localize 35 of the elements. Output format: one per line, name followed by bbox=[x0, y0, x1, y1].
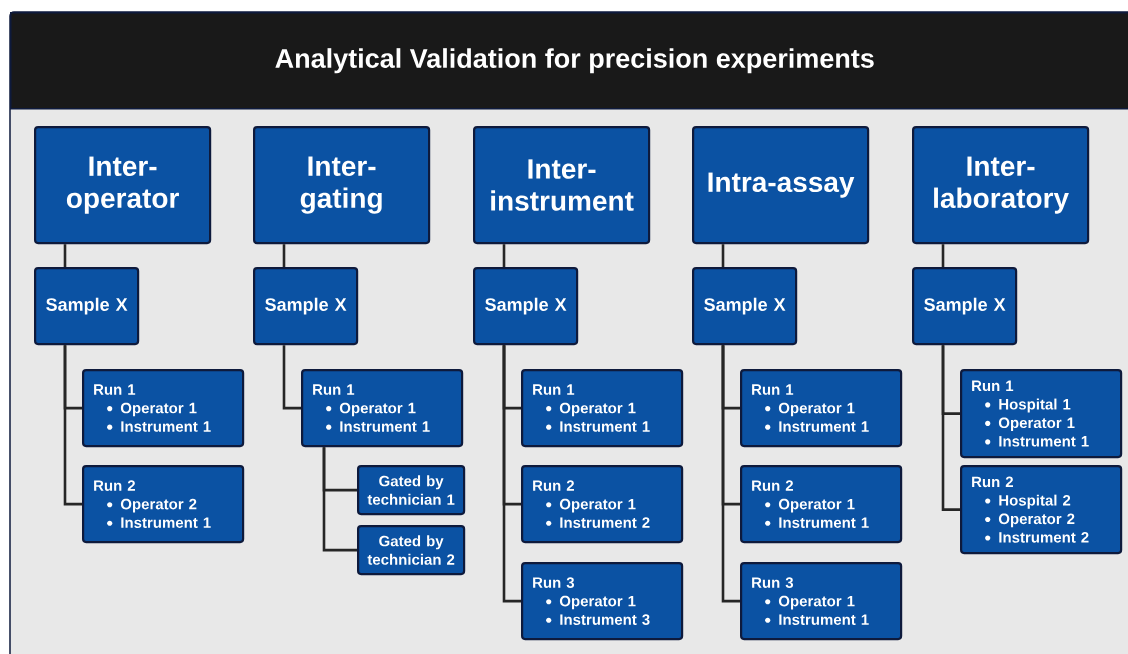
run-box: Run 1 Hospital 1 Operator 1 Instrument 1 bbox=[960, 369, 1123, 459]
run-box: Run 2 Operator 1 Instrument 2 bbox=[521, 465, 684, 544]
category-box: Inter-gating bbox=[253, 126, 431, 245]
run-box: Run 2 Operator 2 Instrument 1 bbox=[82, 465, 245, 544]
connector-line bbox=[941, 345, 960, 511]
gating-box: Gated by technician 2 bbox=[357, 525, 466, 576]
run-box: Run 1 Operator 1 Instrument 1 bbox=[521, 369, 684, 448]
category-box: Inter-operator bbox=[34, 126, 212, 245]
category-box: Inter-laboratory bbox=[912, 126, 1090, 245]
connector-line bbox=[322, 447, 357, 552]
connector-line bbox=[941, 244, 945, 267]
connector-line bbox=[502, 345, 521, 603]
run-box: Run 1 Operator 1 Instrument 1 bbox=[301, 369, 464, 448]
title-bar: Analytical Validation for precision experiments bbox=[10, 12, 1128, 110]
sample-box: Sample X bbox=[912, 267, 1018, 346]
connector-line bbox=[63, 244, 67, 267]
run-box: Run 1 Operator 1 Instrument 1 bbox=[740, 369, 903, 448]
category-box: Inter-instrument bbox=[473, 126, 651, 245]
connector-line bbox=[502, 244, 506, 267]
connector-line bbox=[721, 345, 740, 603]
sample-box: Sample X bbox=[253, 267, 359, 346]
run-box: Run 3 Operator 1 Instrument 3 bbox=[521, 562, 684, 641]
gating-box: Gated by technician 1 bbox=[357, 465, 466, 516]
connector-line bbox=[282, 345, 301, 410]
connector-line bbox=[282, 244, 286, 267]
sample-box: Sample X bbox=[692, 267, 798, 346]
run-box: Run 2 Operator 1 Instrument 1 bbox=[740, 465, 903, 544]
run-box: Run 1 Operator 1 Instrument 1 bbox=[82, 369, 245, 448]
run-box: Run 2 Hospital 2 Operator 2 Instrument 2 bbox=[960, 465, 1123, 555]
category-box: Intra-assay bbox=[692, 126, 870, 245]
run-box: Run 3 Operator 1 Instrument 1 bbox=[740, 562, 903, 641]
sample-box: Sample X bbox=[473, 267, 579, 346]
connector-line bbox=[721, 244, 725, 267]
sample-box: Sample X bbox=[34, 267, 140, 346]
connector-line bbox=[63, 345, 82, 506]
